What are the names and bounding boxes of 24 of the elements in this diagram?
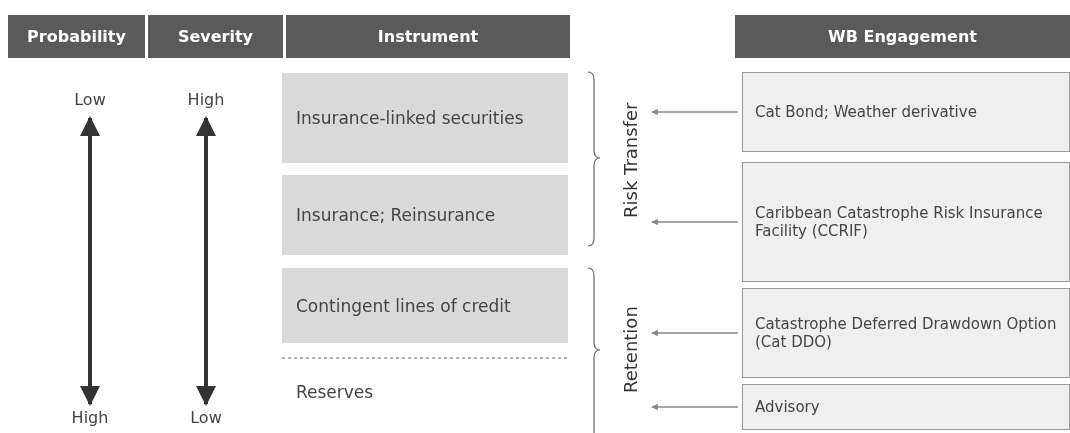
column-header: Probability xyxy=(8,15,145,58)
instrument-box: Insurance; Reinsurance xyxy=(282,175,568,255)
instrument-box: Insurance-linked securities xyxy=(282,73,568,163)
arrow xyxy=(651,218,739,226)
engagement-box: Caribbean Catastrophe Risk Insurance Facility (CCRIF) xyxy=(742,162,1070,282)
column-header: Instrument xyxy=(286,15,570,58)
engagement-box: Cat Bond; Weather derivative xyxy=(742,72,1070,152)
column-header: Severity xyxy=(148,15,283,58)
level-label: Low xyxy=(183,408,229,432)
level-label: High xyxy=(64,408,116,432)
instrument-box: Contingent lines of credit xyxy=(282,268,568,343)
arrow xyxy=(651,108,739,116)
engagement-box: Catastrophe Deferred Drawdown Option (Cat DDO) xyxy=(742,288,1070,378)
group-label: Risk Transfer xyxy=(612,70,648,250)
arrow xyxy=(651,329,739,337)
engagement-box: Advisory xyxy=(742,384,1070,430)
level-label: High xyxy=(180,90,232,114)
column-header: WB Engagement xyxy=(735,15,1070,58)
level-label: Low xyxy=(66,90,114,114)
arrow xyxy=(651,403,739,411)
arrow xyxy=(196,116,216,406)
group-label: Retention xyxy=(612,270,648,430)
arrow xyxy=(80,116,100,406)
instrument-label: Reserves xyxy=(282,372,568,412)
